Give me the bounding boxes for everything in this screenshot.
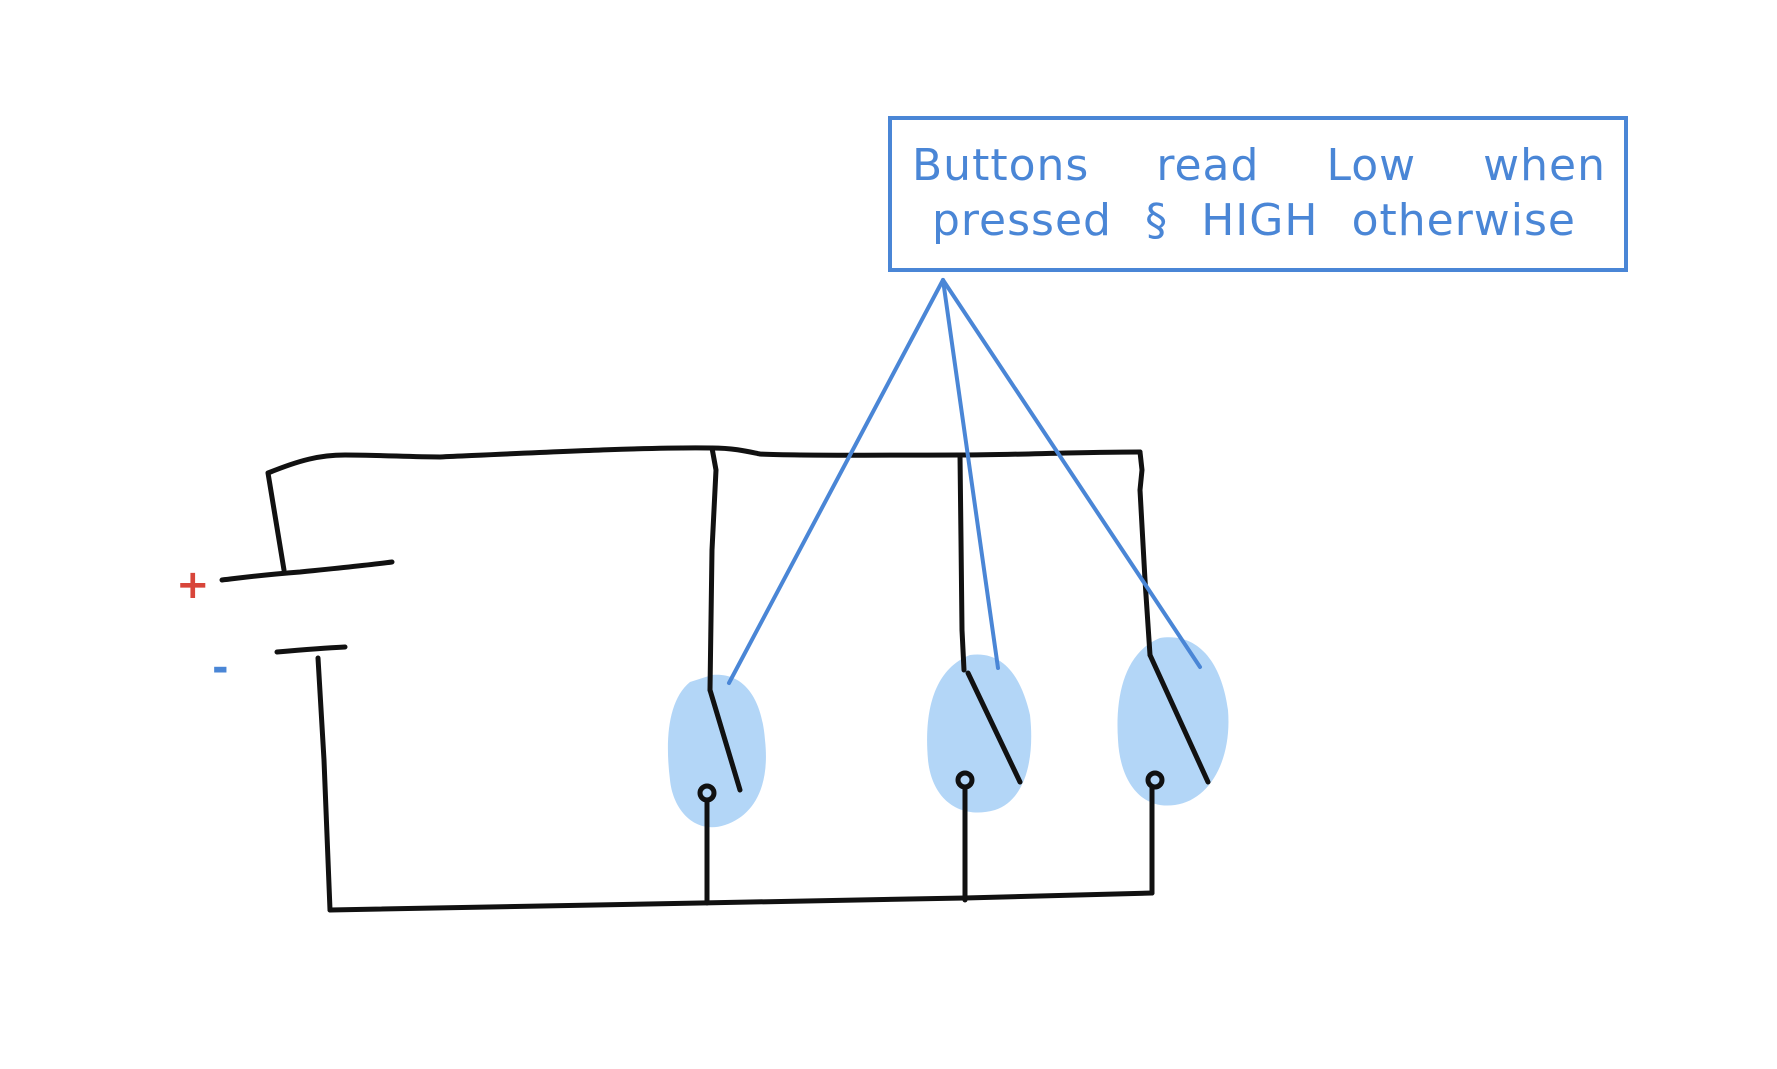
button-2-top-lead (957, 452, 967, 673)
leader-to-button-2 (941, 278, 1000, 670)
battery-positive-plate (219, 559, 395, 583)
button-1-highlight (667, 674, 766, 828)
button-highlights (667, 637, 1229, 828)
annotation-line-1: Buttons read Low when (912, 140, 1606, 191)
leader-to-button-1 (727, 278, 945, 685)
negative-lead (315, 655, 333, 913)
circuit-wires (219, 445, 1211, 913)
button-3-contact (1145, 770, 1165, 790)
battery-negative-label: - (212, 645, 229, 691)
annotation-line-2: pressed § HIGH otherwise (932, 195, 1576, 246)
positive-lead (265, 452, 443, 573)
button-1-top-lead (707, 445, 719, 693)
battery-negative-plate (274, 644, 348, 655)
button-3-highlight (1117, 637, 1229, 806)
annotation-leaders (727, 278, 1202, 685)
bottom-rail (327, 890, 1155, 913)
button-3-top-lead (1137, 449, 1153, 658)
button-1-lever (707, 687, 743, 793)
button-2-highlight (927, 654, 1032, 813)
annotation-box: Buttons read Low when pressed § HIGH oth… (888, 116, 1628, 272)
button-2-lever (965, 670, 1023, 785)
button-3-lever (1147, 652, 1211, 785)
battery-positive-label: + (176, 562, 210, 608)
top-rail (437, 445, 1143, 460)
leader-to-button-3 (941, 278, 1202, 669)
